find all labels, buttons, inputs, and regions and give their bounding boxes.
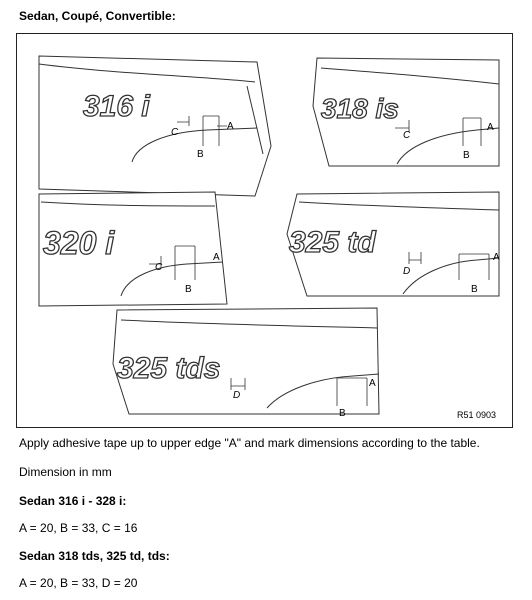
section-title-sedan-316i-328i: Sedan 316 i - 328 i: — [19, 494, 127, 508]
label-b: B — [197, 149, 204, 160]
emblem-placement-figure: .panel { fill:#fff; stroke:#333; stroke-… — [16, 33, 513, 428]
instruction-text: Apply adhesive tape up to upper edge "A"… — [19, 436, 480, 450]
emblem-318is: 318 is — [321, 93, 399, 124]
label-c: C — [403, 130, 411, 141]
emblem-placement-diagram: .panel { fill:#fff; stroke:#333; stroke-… — [38, 55, 500, 419]
figure-reference-id: R51 0903 — [456, 410, 496, 420]
section-title-sedan-318tds-325td: Sedan 318 tds, 325 td, tds: — [19, 549, 170, 563]
label-c: C — [155, 262, 163, 273]
label-c: C — [171, 127, 179, 138]
dimension-note: Dimension in mm — [19, 465, 112, 479]
label-d: D — [403, 266, 410, 277]
emblem-320i: 320 i — [43, 225, 115, 261]
label-b: B — [185, 284, 192, 295]
label-b: B — [471, 284, 478, 295]
emblem-325td: 325 td — [289, 226, 376, 259]
label-a: A — [227, 121, 234, 132]
panel-318is: 318 is C A B — [312, 57, 500, 167]
label-a: A — [487, 122, 494, 133]
section-values-sedan-318tds-325td: A = 20, B = 33, D = 20 — [19, 576, 138, 590]
label-a: A — [213, 252, 220, 263]
label-a: A — [369, 378, 376, 389]
label-b: B — [463, 150, 470, 161]
panel-325tds: 325 tds D A B — [112, 307, 380, 419]
emblem-325tds: 325 tds — [117, 352, 220, 385]
label-b: B — [339, 408, 346, 419]
panel-325td: 325 td D A B — [286, 191, 500, 297]
page-heading: Sedan, Coupé, Convertible: — [19, 9, 176, 23]
section-values-sedan-316i-328i: A = 20, B = 33, C = 16 — [19, 521, 138, 535]
panel-316i: 316 i C A B — [38, 55, 272, 197]
emblem-316i: 316 i — [83, 90, 150, 123]
panel-320i: 320 i C A B — [38, 191, 228, 307]
label-d: D — [233, 390, 240, 401]
label-a: A — [493, 252, 500, 263]
